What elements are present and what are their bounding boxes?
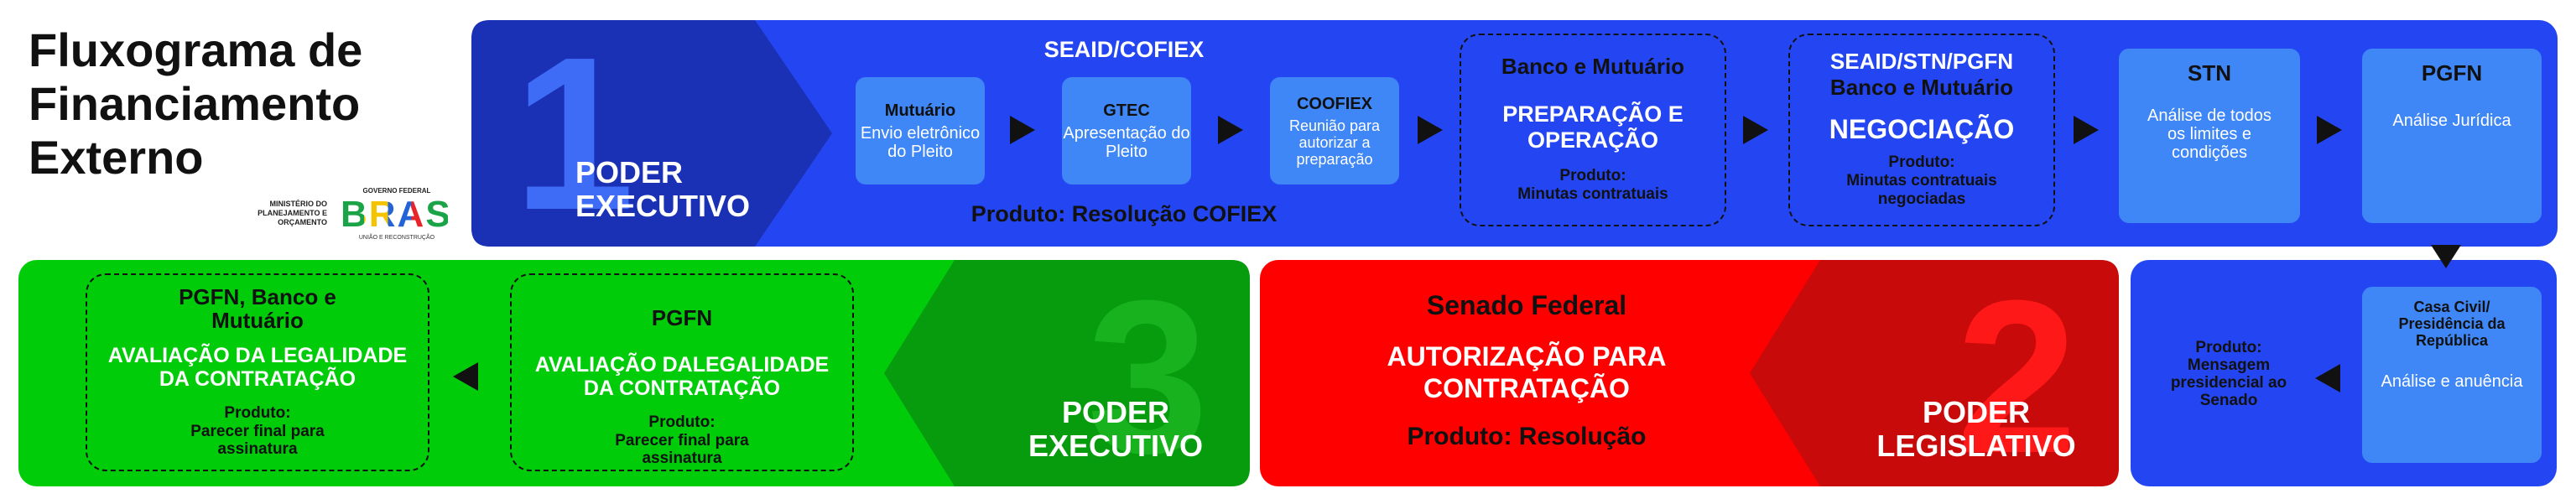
ministry-logo-text: MINISTÉRIO DO PLANEJAMENTO E ORÇAMENTO — [258, 200, 327, 226]
phase1-product: Produto: Resolução COFIEX — [971, 201, 1278, 226]
box-negociacao: SEAID/STN/PGFN Banco e Mutuário NEGOCIAÇ… — [1788, 34, 2055, 226]
phase1-number: 1 — [513, 13, 635, 256]
phase3-chevron — [884, 260, 1250, 486]
page-title: Fluxograma de Financiamento Externo — [29, 23, 465, 184]
box-final-avaliacao: PGFN, Banco e Mutuário AVALIAÇÃO DA LEGA… — [86, 273, 429, 471]
title-line-2: Financiamento — [29, 77, 361, 130]
phase2-label: PODER LEGISLATIVO — [1876, 395, 2076, 463]
arrow-right-icon — [1010, 116, 1035, 144]
box-coofiex: COOFIEX Reunião para autorizar a prepara… — [1270, 77, 1399, 184]
arrow-right-icon — [1218, 116, 1243, 144]
arrow-left-icon — [2315, 364, 2340, 392]
arrow-left-icon — [453, 362, 478, 391]
phase1-label: PODER EXECUTIVO — [575, 155, 751, 223]
phase2-step: AUTORIZAÇÃO PARA CONTRATAÇÃO — [1387, 341, 1667, 403]
arrow-down-icon — [2431, 245, 2461, 268]
arrow-right-icon — [2074, 116, 2099, 144]
phase2-chevron — [1750, 260, 2119, 486]
gov-label: GOVERNO FEDERAL — [362, 187, 431, 195]
arrow-right-icon — [1418, 116, 1443, 144]
box-pgfn-avaliacao: PGFN AVALIAÇÃO DALEGALIDADE DA CONTRATAÇ… — [510, 273, 854, 471]
arrow-right-icon — [2317, 116, 2342, 144]
panel-gap — [2131, 247, 2340, 260]
box-casa-civil: Casa Civil/ Presidência da República Aná… — [2362, 287, 2542, 463]
arrow-right-icon — [1743, 116, 1768, 144]
phase2-number: 2 — [1956, 256, 2078, 499]
phase2-org: Senado Federal — [1426, 290, 1627, 320]
box-stn: STN Análise de todos os limites e condiç… — [2119, 49, 2300, 223]
title-line-3: Externo — [29, 131, 204, 184]
phase2-product: Produto: Resolução — [1407, 423, 1647, 450]
box-gtec: GTEC Apresentação do Pleito — [1062, 77, 1191, 184]
box-preparacao: Banco e Mutuário PREPARAÇÃO E OPERAÇÃO P… — [1460, 34, 1726, 226]
title-line-1: Fluxograma de — [29, 23, 363, 76]
phase1-chevron — [471, 20, 832, 247]
box-pgfn: PGFN Análise Jurídica — [2362, 49, 2542, 223]
phase3-label: PODER EXECUTIVO — [1028, 395, 1204, 463]
brasil-logo-subtitle: UNIÃO E RECONSTRUÇÃO — [358, 235, 435, 241]
phase1b-product: Produto: Mensagem presidencial ao Senado — [2170, 339, 2287, 409]
phase1-header: SEAID/COFIEX — [1043, 37, 1205, 62]
phase3-number: 3 — [1087, 256, 1209, 499]
box-mutuario: Mutuário Envio eletrônico do Pleito — [856, 77, 985, 184]
